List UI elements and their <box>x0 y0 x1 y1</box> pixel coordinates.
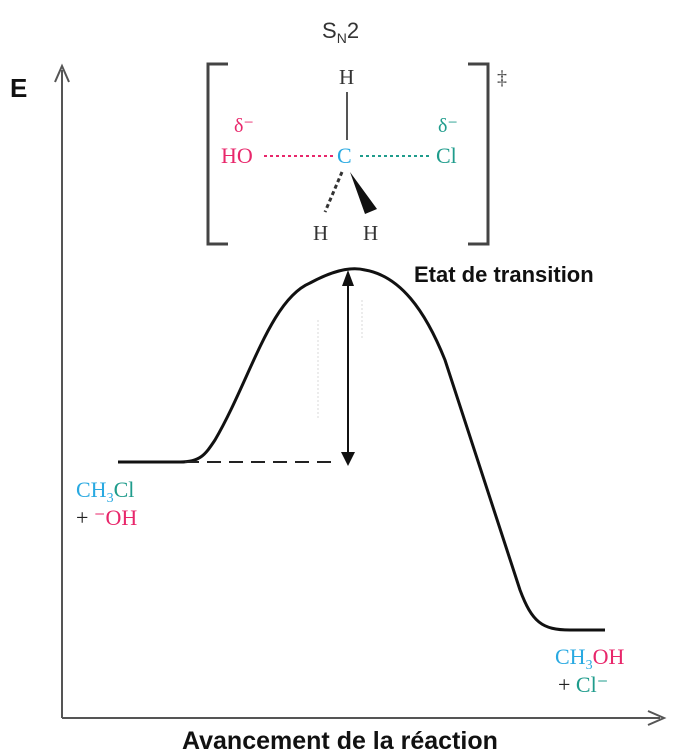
product-line-1: CH3OH <box>555 644 624 673</box>
x-axis-arrowhead <box>647 710 667 726</box>
x-axis-label: Avancement de la réaction <box>182 727 498 753</box>
central-carbon: C <box>337 143 352 168</box>
reactant-line-1: CH3Cl <box>76 477 134 506</box>
leaving-group-cl: Cl <box>436 143 457 168</box>
transition-state-label: Etat de transition <box>414 262 594 287</box>
top-hydrogen: H <box>339 65 354 89</box>
axes <box>54 63 667 726</box>
left-bracket <box>206 62 228 246</box>
bottom-hydrogen-right: H <box>363 221 378 245</box>
nucleophile-ho: HO <box>221 143 253 168</box>
hashed-bond <box>323 171 344 213</box>
transition-state-structure: ‡ H C δ⁻ HO δ⁻ Cl H H <box>206 62 507 246</box>
double-dagger: ‡ <box>497 67 507 89</box>
product-line-2: + Cl⁻ <box>558 672 608 697</box>
delta-left: δ⁻ <box>234 115 254 137</box>
reactant-line-2: + ⁻OH <box>76 505 137 530</box>
activation-energy-arrow <box>341 270 355 466</box>
delta-right: δ⁻ <box>438 115 458 137</box>
mechanism-title: SN2 <box>322 18 359 46</box>
bottom-hydrogen-left: H <box>313 221 328 245</box>
y-axis-label: E <box>10 73 27 103</box>
wedge-bond <box>350 172 377 214</box>
y-axis-arrowhead <box>54 63 70 83</box>
right-bracket <box>468 62 490 246</box>
energy-profile-curve <box>118 267 605 632</box>
